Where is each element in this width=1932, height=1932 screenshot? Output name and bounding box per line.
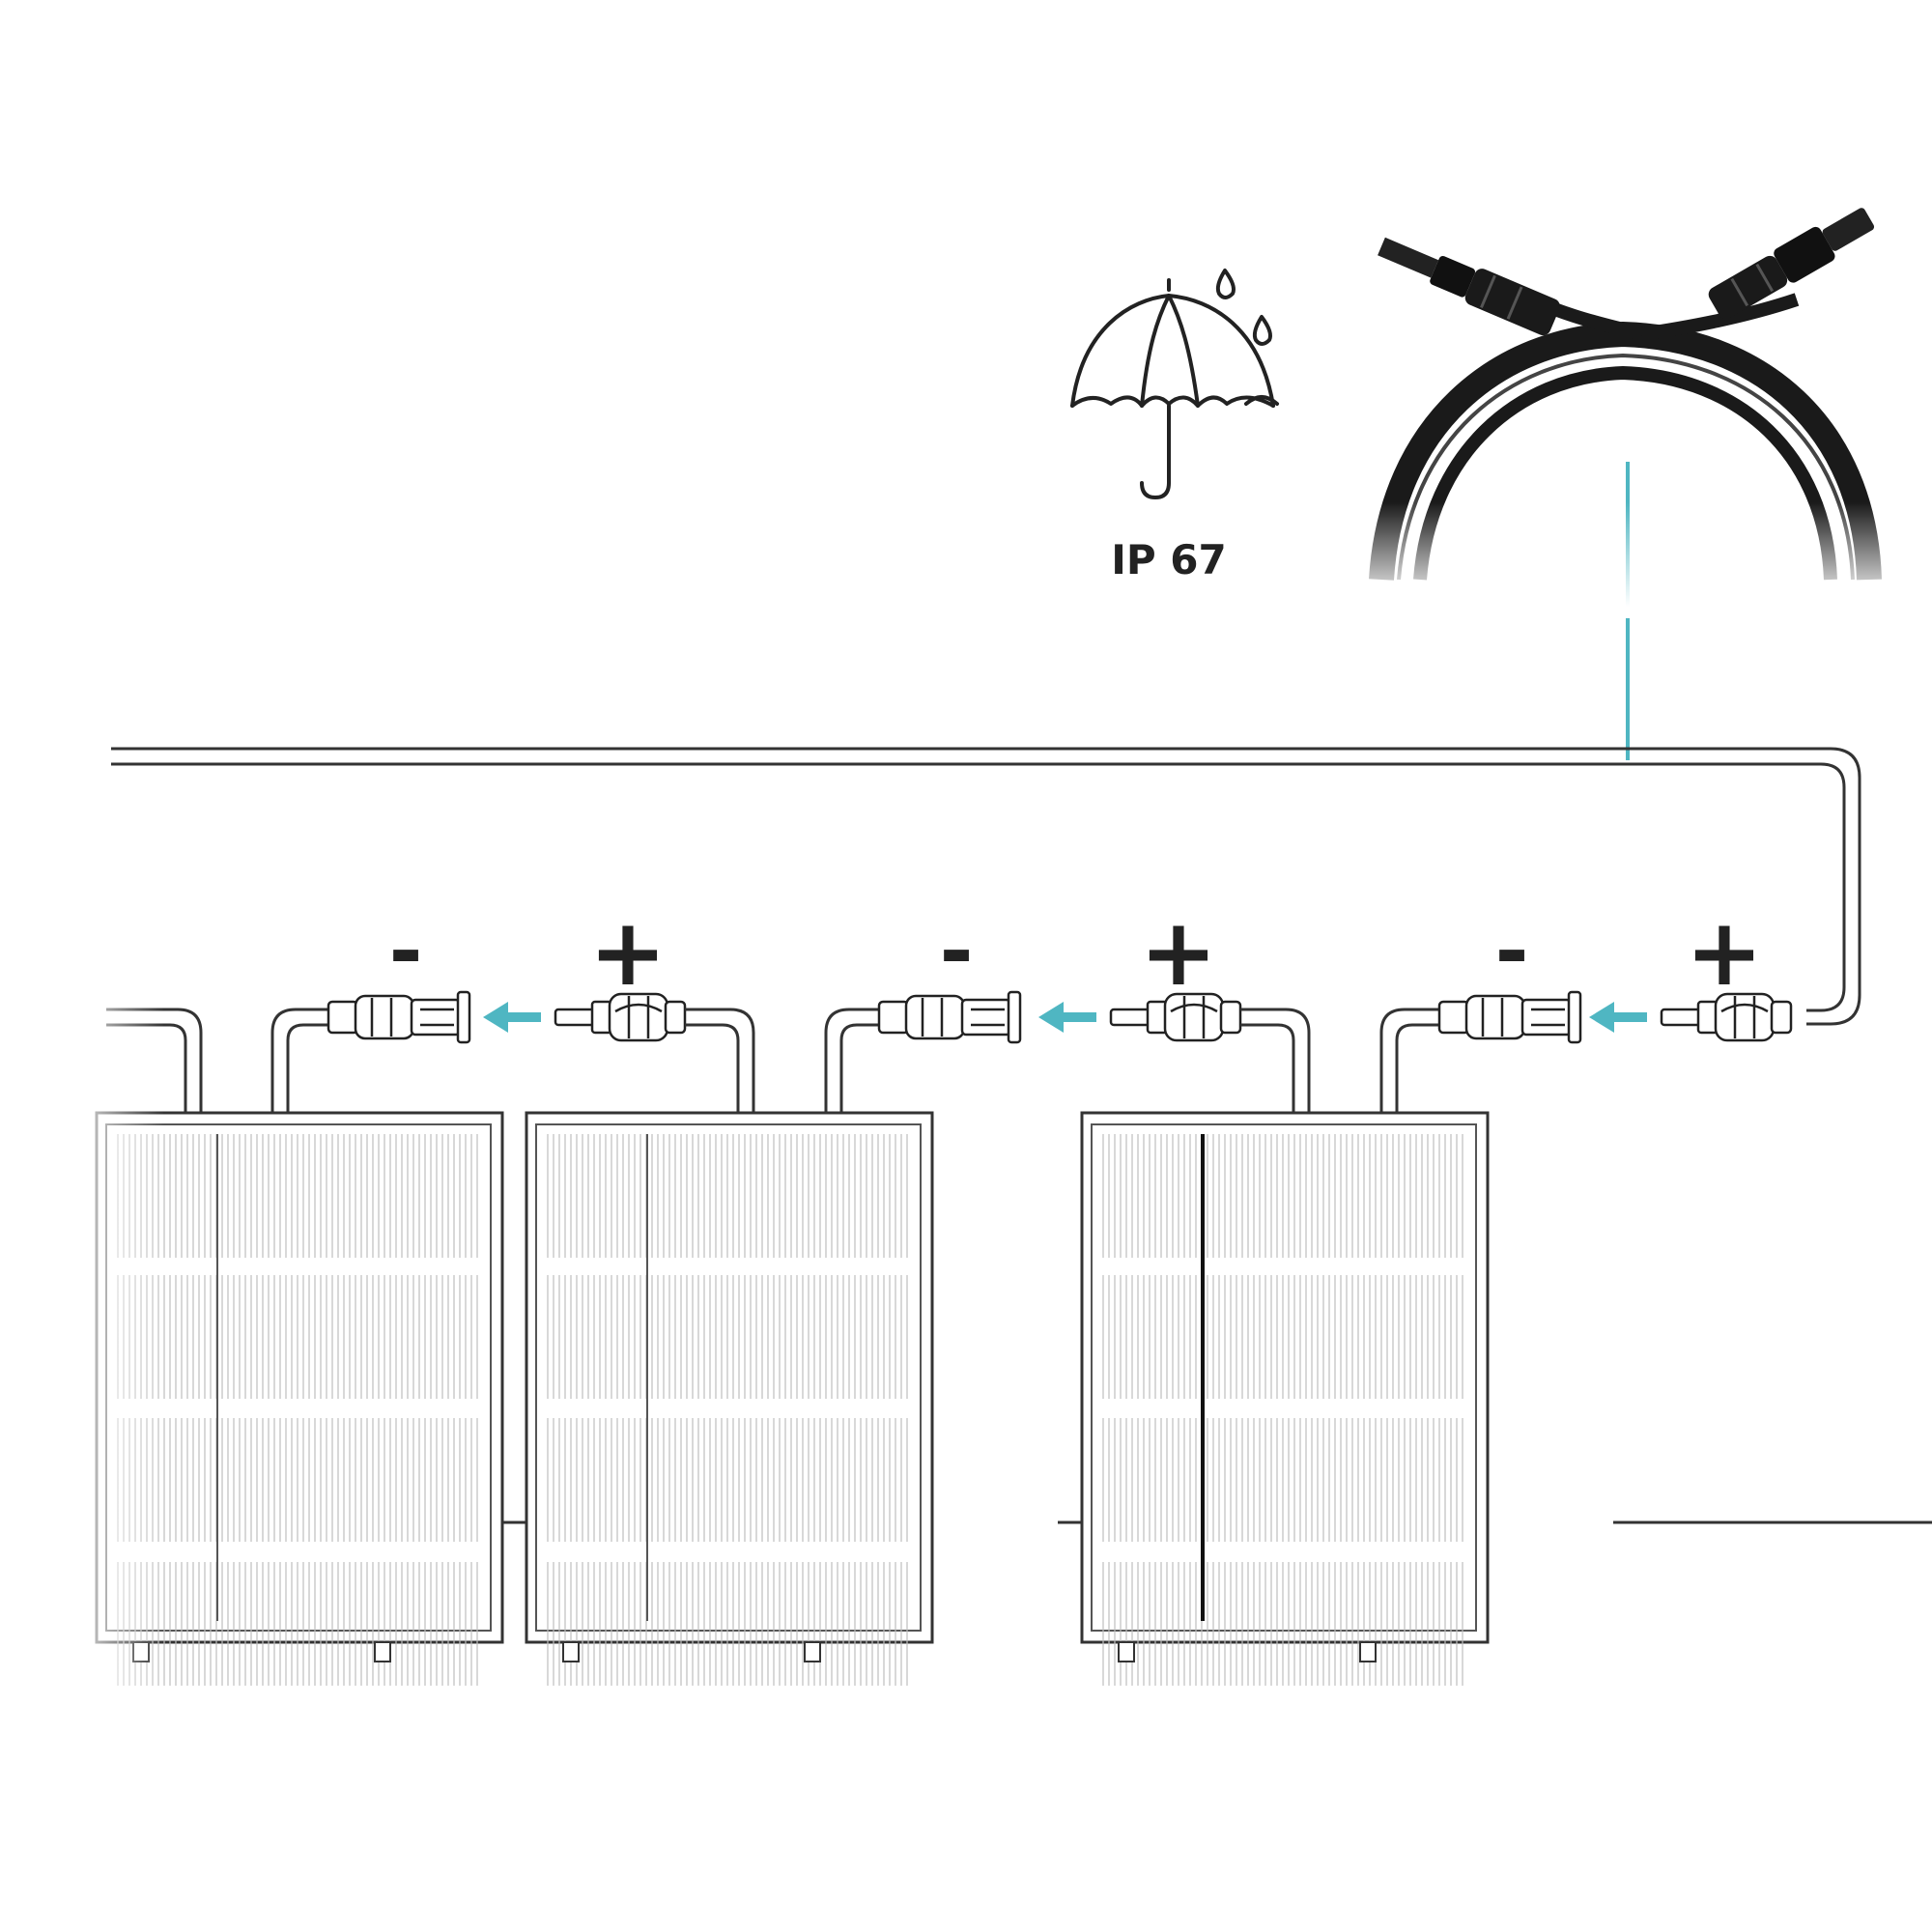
cell-hatching	[117, 1134, 478, 1686]
plus-sign-1: +	[588, 898, 668, 1007]
panel-3	[1080, 1111, 1490, 1686]
female-connector	[877, 990, 1022, 1044]
connect-arrow	[483, 1002, 541, 1033]
minus-sign-2: -	[939, 903, 974, 998]
connector-wiring	[106, 990, 1793, 1113]
female-connector	[327, 990, 471, 1044]
minus-sign-3: -	[1494, 903, 1529, 998]
panel-foot	[1118, 1641, 1135, 1662]
cable-fade	[1352, 502, 1913, 618]
panel-2	[525, 1111, 934, 1686]
female-connector	[1437, 990, 1582, 1044]
panel-foot	[1359, 1641, 1377, 1662]
connect-arrow	[1038, 1002, 1096, 1033]
panel-foot	[374, 1641, 391, 1662]
plus-sign-3: +	[1685, 898, 1764, 1007]
umbrella-rain-icon	[1070, 269, 1279, 499]
return-cable	[111, 747, 1861, 1026]
minus-sign-1: -	[388, 903, 423, 998]
cable-coil	[1369, 208, 1882, 581]
solar-panels	[95, 1111, 1490, 1686]
plus-sign-2: +	[1139, 898, 1218, 1007]
connector-pair-2	[824, 990, 1311, 1113]
male-connector	[554, 992, 687, 1042]
cell-hatching	[547, 1134, 908, 1686]
ip-rating-label: IP 67	[1111, 536, 1227, 583]
connector-pair-1	[270, 990, 755, 1113]
panel-foot	[562, 1641, 580, 1662]
left-fade	[0, 976, 164, 1845]
partial-cable-left	[106, 1008, 203, 1113]
panel-foot	[804, 1641, 821, 1662]
male-connector	[1109, 992, 1242, 1042]
connector-pair-3	[1379, 990, 1793, 1113]
cell-hatching	[1102, 1134, 1463, 1686]
panel-1	[95, 1111, 504, 1686]
connect-arrow	[1589, 1002, 1647, 1033]
male-connector	[1660, 992, 1793, 1042]
